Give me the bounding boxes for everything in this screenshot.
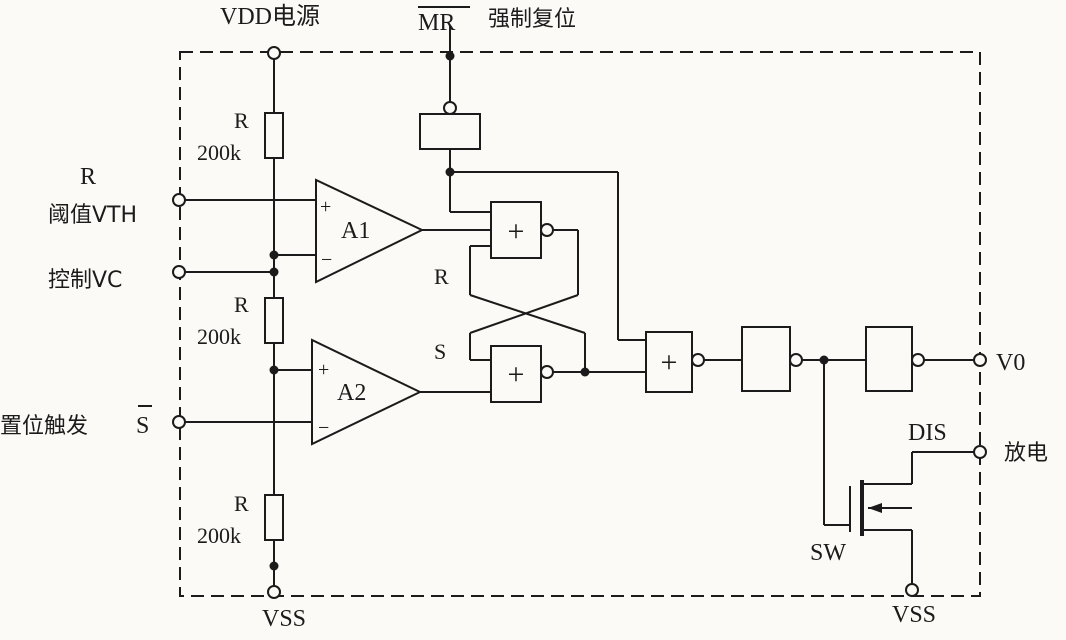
resistor-top	[264, 112, 284, 159]
output-buffer	[865, 326, 913, 392]
fb-bot-cross	[469, 294, 586, 334]
vss-right-terminal	[905, 583, 919, 597]
junction-mr	[445, 51, 455, 61]
resistor-top-label: R	[234, 108, 249, 133]
junction-a1-minus	[269, 250, 279, 260]
junction-latch-out	[580, 367, 590, 377]
mr-buffer-block	[419, 113, 481, 150]
latch-gate-bottom-bubble	[540, 365, 554, 379]
gate-top-symbol: +	[508, 215, 525, 248]
a1-minus-sign: −	[321, 249, 332, 271]
vss-left-terminal	[267, 585, 281, 599]
inverter-1-bubble	[789, 353, 803, 367]
output-gate-bubble	[691, 353, 705, 367]
mr-label: MR	[418, 10, 455, 36]
inverter-1	[741, 326, 791, 392]
v0-label: V0	[996, 350, 1025, 376]
a1-label: A1	[341, 218, 370, 244]
junction-a2-plus	[269, 365, 279, 375]
mr-description: 强制复位	[488, 7, 576, 32]
resistor-top-value: 200k	[197, 140, 241, 165]
trigger-label: 置位触发	[0, 414, 88, 439]
r-input-label: R	[80, 164, 96, 190]
latch-gate-bottom	[490, 345, 542, 403]
control-terminal	[172, 265, 186, 279]
junction-vss	[269, 561, 279, 571]
ic-boundary	[179, 51, 981, 597]
control-label: 控制VC	[48, 268, 122, 293]
junction-control	[269, 267, 279, 277]
trigger-s-label: S	[136, 413, 149, 439]
mosfet-arrow	[868, 503, 882, 513]
resistor-bottom-label: R	[234, 491, 249, 516]
comparator-a1	[315, 178, 425, 284]
dis-terminal	[973, 445, 987, 459]
comparator-a2	[311, 338, 423, 446]
trigger-terminal	[172, 415, 186, 429]
vdd-terminal	[267, 46, 281, 60]
threshold-terminal	[172, 193, 186, 207]
fb-top-cross	[469, 294, 579, 334]
resistor-bottom	[264, 494, 284, 541]
a2-minus-sign: −	[318, 417, 329, 439]
latch-s-label: S	[434, 339, 446, 364]
vss-left-label: VSS	[262, 606, 306, 632]
vss-right-label: VSS	[892, 602, 936, 628]
output-buffer-bubble	[911, 353, 925, 367]
v0-terminal	[973, 353, 987, 367]
a1-plus-sign: +	[320, 196, 331, 218]
threshold-label: 阈值VTH	[48, 203, 137, 228]
gate-bottom-symbol: +	[508, 358, 525, 391]
vdd-label: VDD电源	[220, 3, 320, 30]
resistor-bottom-value: 200k	[197, 523, 241, 548]
discharge-label: 放电	[1004, 441, 1048, 466]
a2-label: A2	[337, 380, 366, 406]
resistor-middle-value: 200k	[197, 324, 241, 349]
output-gate-symbol: +	[661, 346, 678, 379]
mr-inversion-bubble	[443, 101, 457, 115]
junction-sw	[819, 355, 829, 365]
dis-label: DIS	[908, 420, 947, 446]
latch-gate-top-bubble	[540, 223, 554, 237]
resistor-middle	[264, 297, 284, 344]
output-gate	[645, 331, 693, 393]
sw-label: SW	[810, 540, 846, 566]
latch-r-label: R	[434, 264, 449, 289]
junction-mr-split	[445, 167, 455, 177]
resistor-middle-label: R	[234, 292, 249, 317]
a2-plus-sign: +	[318, 359, 329, 381]
